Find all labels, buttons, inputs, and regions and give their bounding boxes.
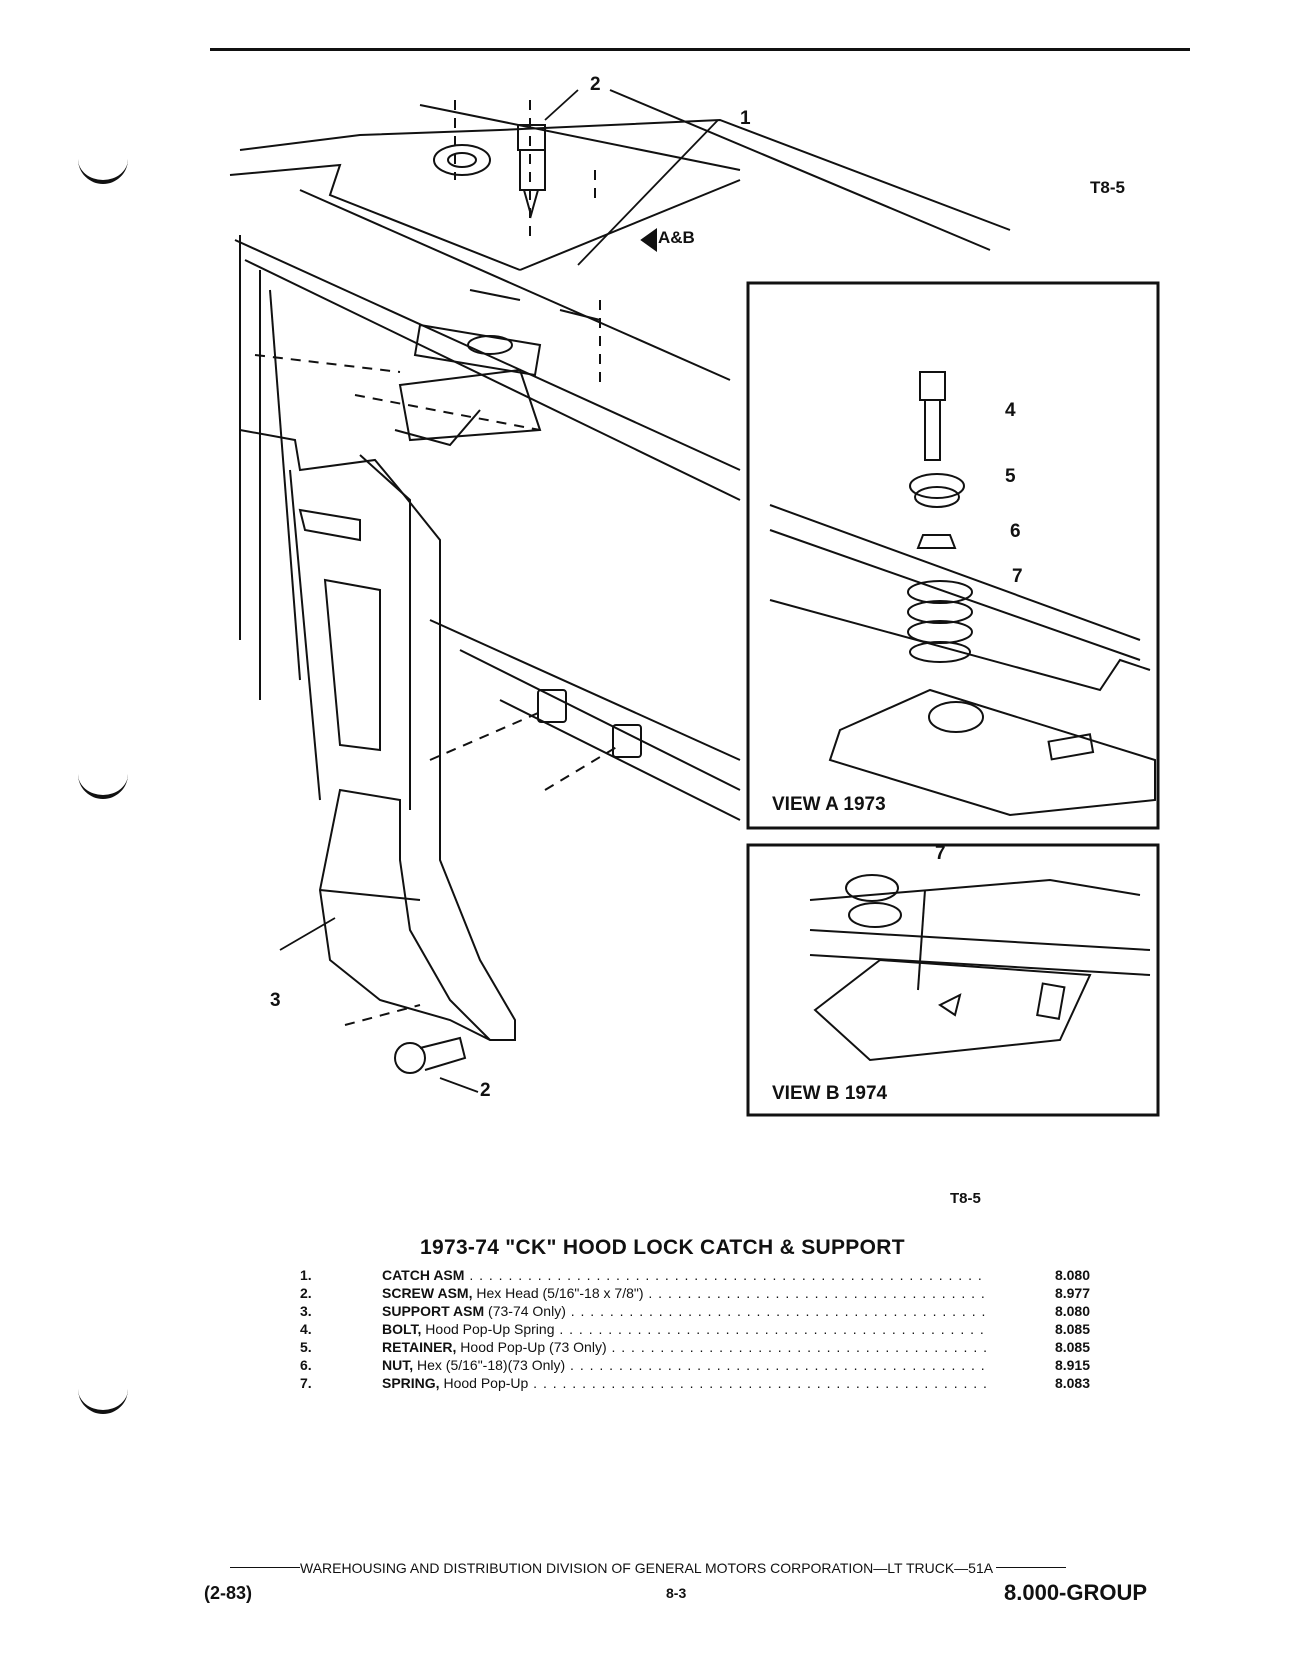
- bottom-screw: [394, 1036, 467, 1074]
- item-number: 2.: [300, 1285, 312, 1301]
- binder-hole: [78, 1380, 128, 1414]
- list-item: 6. NUT, Hex (5/16"-18)(73 Only) 8.915: [300, 1356, 1090, 1374]
- callout-6: 6: [1010, 521, 1021, 542]
- item-description: SUPPORT ASM (73-74 Only): [382, 1302, 986, 1320]
- view-b-illustration: [809, 874, 1151, 1062]
- callout-1: 1: [740, 108, 751, 129]
- callout-2-top: 2: [590, 74, 601, 95]
- footer-dash: [996, 1566, 1067, 1568]
- item-number: 7.: [300, 1375, 312, 1391]
- item-description: SCREW ASM, Hex Head (5/16"-18 x 7/8"): [382, 1284, 986, 1302]
- view-arrow-icon: [640, 228, 657, 252]
- item-group: 8.977: [1054, 1285, 1090, 1301]
- item-number: 1.: [300, 1267, 312, 1283]
- figure-code: T8-5: [1090, 178, 1125, 197]
- top-rule: [210, 48, 1190, 51]
- exploded-diagram: [229, 89, 1160, 1117]
- callout-4: 4: [1005, 400, 1016, 421]
- radiator-support-panel: [229, 89, 1011, 821]
- clip-nuts: [537, 689, 642, 758]
- item-group: 8.085: [1054, 1321, 1090, 1337]
- item-group: 8.080: [1054, 1267, 1090, 1283]
- binder-hole: [78, 150, 128, 184]
- callout-2-bottom: 2: [480, 1080, 491, 1101]
- screw-grommet: [433, 124, 546, 219]
- figure-code-bottom: T8-5: [950, 1190, 981, 1207]
- callout-7-view-a: 7: [1012, 566, 1023, 587]
- callout-3: 3: [270, 990, 281, 1011]
- parts-list-title: 1973-74 "CK" HOOD LOCK CATCH & SUPPORT: [420, 1236, 905, 1259]
- item-number: 5.: [300, 1339, 312, 1355]
- view-a-illustration: [769, 371, 1156, 817]
- callout-5: 5: [1005, 466, 1016, 487]
- item-description: RETAINER, Hood Pop-Up (73 Only): [382, 1338, 986, 1356]
- footer-publisher: WAREHOUSING AND DISTRIBUTION DIVISION OF…: [230, 1560, 1067, 1576]
- support-bracket: [239, 429, 516, 1041]
- list-item: 1. CATCH ASM 8.080: [300, 1266, 1090, 1284]
- list-item: 2. SCREW ASM, Hex Head (5/16"-18 x 7/8")…: [300, 1284, 1090, 1302]
- footer-date: (2-83): [204, 1583, 253, 1603]
- item-group: 8.915: [1054, 1357, 1090, 1373]
- item-group: 8.085: [1054, 1339, 1090, 1355]
- list-item: 5. RETAINER, Hood Pop-Up (73 Only) 8.085: [300, 1338, 1090, 1356]
- item-number: 6.: [300, 1357, 312, 1373]
- view-b-frame: [746, 843, 1160, 1117]
- parts-list: 1. CATCH ASM 8.080 2. SCREW ASM, Hex Hea…: [300, 1266, 1090, 1392]
- list-item: 7. SPRING, Hood Pop-Up 8.083: [300, 1374, 1090, 1392]
- view-a-label: VIEW A 1973: [768, 794, 890, 816]
- item-number: 4.: [300, 1321, 312, 1337]
- item-group: 8.080: [1054, 1303, 1090, 1319]
- item-number: 3.: [300, 1303, 312, 1319]
- view-a-frame: [746, 281, 1160, 830]
- list-item: 3. SUPPORT ASM (73-74 Only) 8.080: [300, 1302, 1090, 1320]
- item-description: CATCH ASM: [382, 1266, 986, 1284]
- item-description: SPRING, Hood Pop-Up: [382, 1374, 986, 1392]
- view-b-label: VIEW B 1974: [768, 1083, 892, 1105]
- footer-dash: [230, 1566, 300, 1568]
- binder-hole: [78, 765, 128, 799]
- footer-group: 8.000-GROUP: [1004, 1580, 1148, 1605]
- item-group: 8.083: [1054, 1375, 1090, 1391]
- page-number: 8-3: [666, 1585, 687, 1601]
- item-description: BOLT, Hood Pop-Up Spring: [382, 1320, 986, 1338]
- list-item: 4. BOLT, Hood Pop-Up Spring 8.085: [300, 1320, 1090, 1338]
- footer-publisher-text: WAREHOUSING AND DISTRIBUTION DIVISION OF…: [300, 1560, 993, 1576]
- callout-7-view-b: 7: [935, 843, 946, 864]
- item-description: NUT, Hex (5/16"-18)(73 Only): [382, 1356, 986, 1374]
- view-reference-label: A&B: [658, 228, 695, 247]
